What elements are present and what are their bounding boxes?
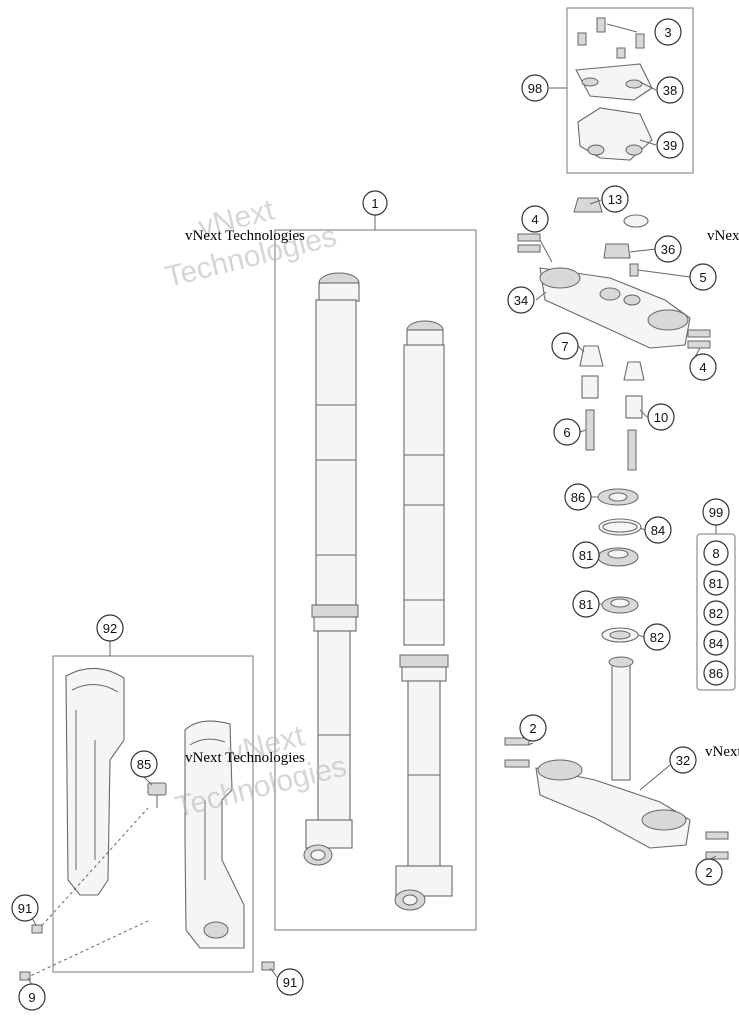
top-clamp-bolts (517, 233, 711, 349)
svg-text:86: 86 (571, 490, 585, 505)
callout-9: 9 (18, 983, 46, 1011)
svg-text:91: 91 (18, 901, 32, 916)
svg-text:92: 92 (103, 621, 117, 636)
svg-text:86: 86 (709, 666, 723, 681)
callout-1: 1 (362, 190, 388, 216)
fork-group-frame (274, 229, 477, 931)
svg-text:81: 81 (709, 576, 723, 591)
callout-5: 5 (689, 263, 717, 291)
callout-85: 85 (130, 750, 158, 778)
svg-text:98: 98 (528, 81, 542, 96)
callout-4-top: 4 (521, 205, 549, 233)
svg-text:82: 82 (650, 630, 664, 645)
svg-text:10: 10 (654, 410, 668, 425)
svg-text:9: 9 (28, 990, 35, 1005)
svg-text:39: 39 (663, 138, 677, 153)
bottom-clamp-bolts (504, 737, 729, 860)
svg-text:82: 82 (709, 606, 723, 621)
callout-10: 10 (647, 403, 675, 431)
watermark-line-1: vNext Technologies (185, 228, 305, 244)
callout-2-bottom: 2 (695, 858, 723, 886)
svg-text:34: 34 (514, 293, 528, 308)
callout-92: 92 (96, 614, 124, 642)
left-fork-leg (303, 272, 360, 866)
svg-text:99: 99 (709, 505, 723, 520)
svg-text:6: 6 (563, 425, 570, 440)
kit-callout-81: 81 (703, 570, 729, 596)
watermark-edge-2: vNext Technologies (705, 740, 739, 810)
svg-text:4: 4 (531, 212, 538, 227)
callout-7: 7 (551, 332, 579, 360)
svg-text:32: 32 (676, 753, 690, 768)
svg-text:2: 2 (529, 721, 536, 736)
svg-text:2: 2 (705, 865, 712, 880)
upper-clamp (575, 63, 653, 101)
svg-text:81: 81 (579, 597, 593, 612)
callout-82: 82 (643, 623, 671, 651)
handlebar-clamp-group-frame (566, 7, 694, 174)
leader-lines (27, 23, 717, 986)
kit-callout-84: 84 (703, 630, 729, 656)
watermark-line-3: vNext Technologies (707, 228, 739, 244)
svg-text:84: 84 (709, 636, 723, 651)
callout-32: 32 (669, 746, 697, 774)
svg-text:91: 91 (283, 975, 297, 990)
svg-text:3: 3 (664, 25, 671, 40)
svg-text:5: 5 (699, 270, 706, 285)
right-fork-guard (184, 720, 245, 949)
svg-text:84: 84 (651, 523, 665, 538)
callout-99: 99 (702, 498, 730, 526)
callout-34: 34 (507, 286, 535, 314)
guard-clip (147, 782, 167, 808)
callout-36: 36 (654, 235, 682, 263)
callout-91-right: 91 (276, 968, 304, 996)
steering-nut-parts (573, 197, 649, 277)
lower-triple-clamp (535, 656, 691, 849)
svg-text:13: 13 (608, 192, 622, 207)
watermark-edge-1: vNext Technologies (707, 224, 739, 294)
kit-callout-8: 8 (703, 540, 729, 566)
svg-text:7: 7 (561, 339, 568, 354)
upper-triple-clamp (539, 267, 691, 349)
callout-84: 84 (644, 516, 672, 544)
callout-39: 39 (656, 131, 684, 159)
right-fork-leg (394, 320, 453, 911)
callout-13: 13 (601, 185, 629, 213)
callout-3: 3 (654, 18, 682, 46)
watermark-line-4: vNext Technologies (705, 744, 739, 760)
svg-text:4: 4 (699, 360, 706, 375)
callout-91-left: 91 (11, 894, 39, 922)
watermark-line-2: vNext Technologies (185, 750, 305, 766)
callout-86: 86 (564, 483, 592, 511)
lower-clamp (577, 107, 653, 161)
fork-guard-group-frame (52, 655, 254, 973)
callout-4-bottom: 4 (689, 353, 717, 381)
callout-6: 6 (553, 418, 581, 446)
left-fork-guard (65, 667, 125, 896)
kit-callout-82: 82 (703, 600, 729, 626)
callout-2-top: 2 (519, 714, 547, 742)
svg-text:38: 38 (663, 83, 677, 98)
handlebar-bushings (579, 345, 645, 471)
svg-text:81: 81 (579, 548, 593, 563)
kit-callout-86: 86 (703, 660, 729, 686)
clamp-bolts (577, 17, 645, 59)
svg-text:1: 1 (371, 196, 378, 211)
callout-38: 38 (656, 76, 684, 104)
guard-screws (19, 807, 275, 981)
steering-bearings (597, 488, 642, 643)
callout-81-b: 81 (572, 590, 600, 618)
svg-text:8: 8 (712, 546, 719, 561)
svg-text:85: 85 (137, 757, 151, 772)
callout-98: 98 (521, 74, 549, 102)
svg-text:36: 36 (661, 242, 675, 257)
callout-81-a: 81 (572, 541, 600, 569)
